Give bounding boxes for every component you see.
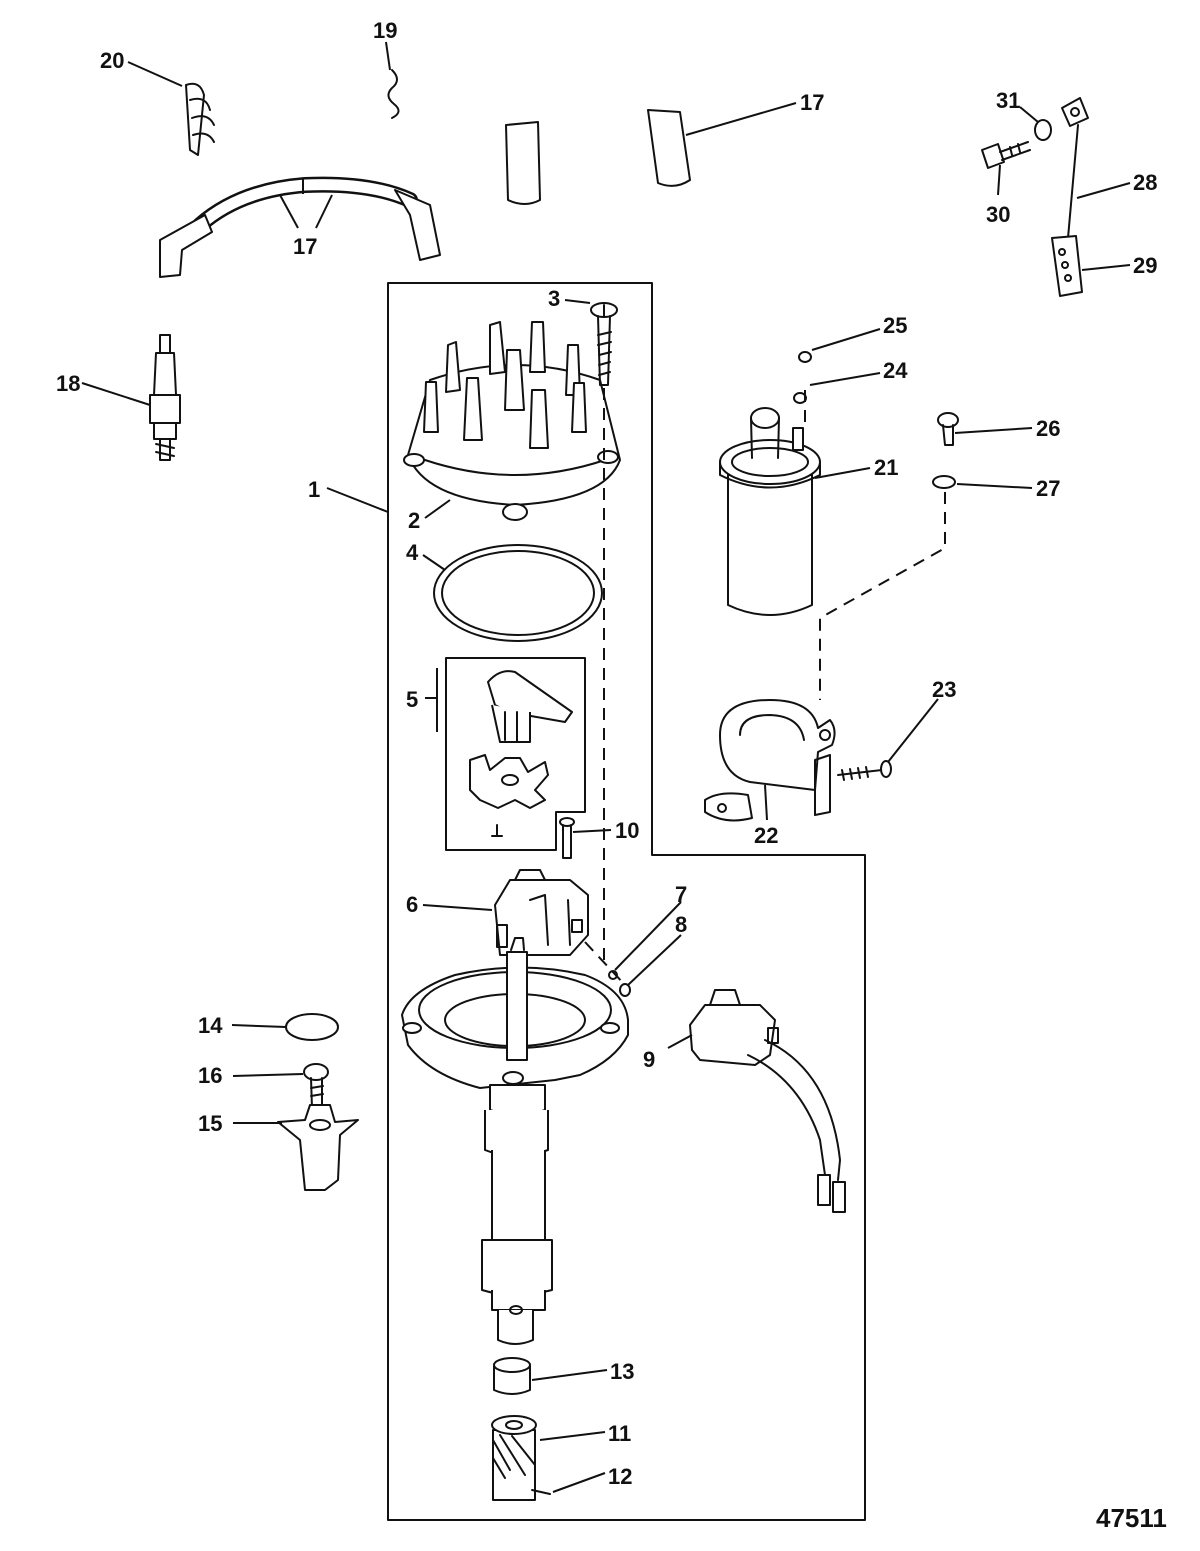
drive-gear-11: [491, 1415, 537, 1501]
callout-27: 27: [1036, 476, 1060, 501]
leader-lines: [81, 41, 1131, 1493]
screw-10: [559, 817, 575, 859]
callout-26: 26: [1036, 416, 1060, 441]
nut-8: [619, 983, 631, 997]
clamp-bolt-16: [303, 1063, 329, 1109]
distributor-housing: [401, 937, 629, 1116]
roll-pin-12: [531, 1489, 551, 1495]
callout-17-arch: 17: [800, 90, 824, 115]
spark-plug: [149, 334, 181, 461]
callout-20: 20: [100, 48, 124, 73]
distributor-shaft: [481, 1110, 553, 1345]
callout-8: 8: [675, 912, 687, 937]
ignition-coil: [719, 351, 821, 616]
cap-seal-4: [433, 544, 603, 642]
wire-clip-19: [387, 69, 400, 119]
callout-7: 7: [675, 882, 687, 907]
washer-14: [285, 1013, 339, 1041]
distributor-assembly-outline: [387, 282, 866, 1521]
ignition-module: [494, 869, 589, 956]
rotor-kit-outline: [445, 657, 586, 851]
callout-23: 23: [932, 677, 956, 702]
callout-14: 14: [198, 1013, 223, 1038]
callouts: 1 2 3 4 5 6 7 8 9 10 11 12 13 14 15 16 1…: [56, 18, 1157, 1489]
callout-25: 25: [883, 313, 907, 338]
callout-16: 16: [198, 1063, 222, 1088]
hold-down-clamp-15: [277, 1104, 359, 1191]
callout-22: 22: [754, 823, 778, 848]
coil-bracket: [704, 699, 836, 822]
pickup-module-9: [689, 989, 846, 1213]
distributor-cap: [403, 321, 621, 521]
callout-31: 31: [996, 88, 1020, 113]
wire-retainer-20: [185, 82, 215, 156]
washer-31: [1034, 119, 1052, 141]
assembly-line-coil: [819, 492, 946, 700]
callout-18: 18: [56, 371, 80, 396]
rotor: [487, 670, 573, 743]
callout-10: 10: [615, 818, 639, 843]
callout-21: 21: [874, 455, 898, 480]
callout-4: 4: [406, 540, 419, 565]
screw-23: [837, 760, 892, 781]
callout-9: 9: [643, 1047, 655, 1072]
spark-plug-wire-arch: [505, 52, 691, 205]
callout-6: 6: [406, 892, 418, 917]
callout-1: 1: [308, 477, 320, 502]
trigger-wheel: [469, 754, 549, 809]
washer-27: [932, 475, 956, 489]
bracket-29: [1051, 235, 1083, 297]
ground-wire-28: [1061, 97, 1089, 239]
rotor-screw: [491, 824, 503, 837]
spark-plug-wire-pair: [159, 176, 441, 278]
bolt-26: [937, 412, 959, 446]
callout-28: 28: [1133, 170, 1157, 195]
figure-number: 47511: [1096, 1503, 1167, 1533]
callout-13: 13: [610, 1359, 634, 1384]
screw-30: [981, 141, 1031, 169]
callout-17-pair: 17: [293, 234, 317, 259]
spacer-13: [493, 1357, 531, 1395]
callout-30: 30: [986, 202, 1010, 227]
assembly-line-module: [584, 941, 626, 986]
callout-5: 5: [406, 687, 418, 712]
callout-15: 15: [198, 1111, 222, 1136]
callout-19: 19: [373, 18, 397, 43]
callout-11: 11: [608, 1421, 631, 1446]
callout-24: 24: [883, 358, 908, 383]
cap-screw-3: [590, 302, 618, 386]
callout-29: 29: [1133, 253, 1157, 278]
callout-2: 2: [408, 508, 420, 533]
callout-12: 12: [608, 1464, 632, 1489]
callout-3: 3: [548, 286, 560, 311]
